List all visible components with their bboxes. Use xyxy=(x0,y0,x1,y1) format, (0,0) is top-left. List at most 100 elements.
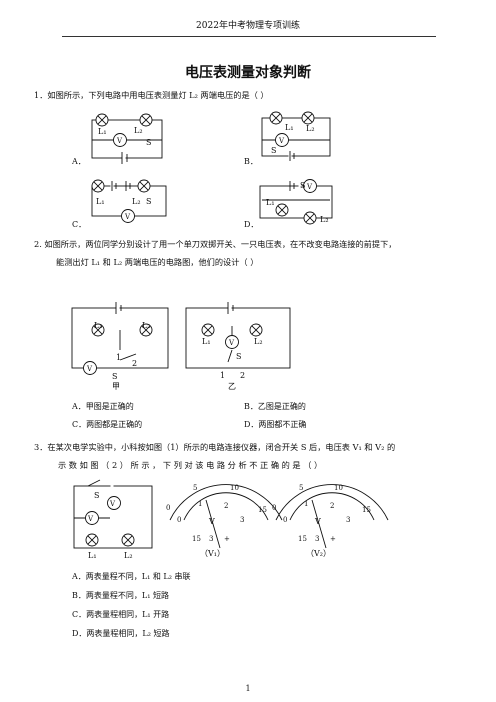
q2-yi-label-2: 2 xyxy=(240,371,245,380)
q1-option-b[interactable]: B． xyxy=(244,157,258,166)
m1-term-15: 15 xyxy=(192,535,201,543)
m2-outer-15: 15 xyxy=(362,506,371,514)
q1c-label-l1: L₁ xyxy=(96,197,105,206)
q1b-label-l1: L₁ xyxy=(285,123,294,132)
q3-circuit xyxy=(73,479,153,549)
m2-inner-3: 3 xyxy=(346,516,350,524)
q2-option-a[interactable]: A．甲图是正确的 xyxy=(72,402,134,411)
q1-option-d[interactable]: D． xyxy=(244,220,259,229)
q1c-label-s: S xyxy=(146,197,151,206)
q3-option-d[interactable]: D．两表量程相同，L₂ 短路 xyxy=(72,629,170,638)
q3-option-b[interactable]: B．两表量程不同，L₁ 短路 xyxy=(72,591,169,600)
q1b-label-s: S xyxy=(271,146,276,155)
q1-stem: 1．如图所示，下列电路中用电压表测量灯 L₂ 两端电压的是（ ） xyxy=(34,90,269,100)
m1-outer-0: 0 xyxy=(166,504,170,512)
m2-inner-2: 2 xyxy=(330,502,334,510)
q1c-lamp-l1-icon xyxy=(91,179,105,193)
q2-jia-label-v: V xyxy=(86,365,93,373)
m2-caption: （V₂） xyxy=(306,549,331,558)
m1-inner-3: 3 xyxy=(240,516,244,524)
q1-circuit-a xyxy=(91,119,163,164)
q2-jia-caption: 甲 xyxy=(112,382,120,391)
page-title: 电压表测量对象判断 xyxy=(185,65,311,81)
m2-label-v: V xyxy=(314,517,321,526)
q3-lamp-l2-icon xyxy=(121,533,135,547)
q3-label-l2: L₂ xyxy=(124,551,133,560)
q1b-lamp-l2-icon xyxy=(301,111,315,125)
q3-option-c[interactable]: C．两表量程相同，L₁ 开路 xyxy=(72,610,170,619)
q2-yi-label-1: 1 xyxy=(220,371,225,380)
q1d-lamp-l2-icon xyxy=(303,211,317,225)
m2-outer-10: 10 xyxy=(334,484,343,492)
q1a-label-l2: L₂ xyxy=(134,126,143,135)
m1-inner-1: 1 xyxy=(198,500,202,508)
q1d-label-l2: L₂ xyxy=(320,215,329,224)
m1-label-v: V xyxy=(208,517,215,526)
q2-jia-label-l2: L₂ xyxy=(142,321,151,330)
q2-stem-line1: 2. 如图所示，两位同学分别设计了用一个单刀双掷开关、一只电压表，在不改变电路连… xyxy=(34,239,397,249)
q3-stem-line2: 示 数 如 图 （ 2 ） 所 示 ， 下 列 对 该 电 路 分 析 不 正 … xyxy=(58,460,323,470)
m1-term-plus: + xyxy=(224,535,230,543)
q1c-lamp-l2-icon xyxy=(137,179,151,193)
m1-inner-0: 0 xyxy=(177,516,181,524)
q1b-label-v: V xyxy=(278,137,285,145)
q3-stem-line1: 3．在某次电学实验中，小科按如图（1）所示的电路连接仪器，闭合开关 S 后，电压… xyxy=(34,442,396,452)
q1a-label-v: V xyxy=(116,137,123,145)
q1c-label-v: V xyxy=(124,213,131,221)
m1-outer-5: 5 xyxy=(193,484,197,492)
q2-yi-lamp-l1-icon xyxy=(201,323,215,337)
m2-outer-5: 5 xyxy=(299,484,303,492)
q1-circuit-b xyxy=(261,117,331,162)
m1-caption: （V₁） xyxy=(200,549,225,558)
q2-yi-label-s: S xyxy=(236,352,241,361)
q2-jia-label-s: S xyxy=(112,372,117,381)
page-number: 1 xyxy=(245,684,251,693)
m2-term-15: 15 xyxy=(298,535,307,543)
q2-jia-label-l1: L₁ xyxy=(94,321,103,330)
q1-option-a[interactable]: A． xyxy=(72,157,86,166)
q2-yi-label-v: V xyxy=(228,339,235,347)
q3-label-l1: L₁ xyxy=(88,551,97,560)
q2-option-c[interactable]: C．两图都是正确的 xyxy=(72,420,143,429)
q1a-lamp-l2-icon xyxy=(139,113,153,127)
q2-yi-lamp-l2-icon xyxy=(249,323,263,337)
q2-option-d[interactable]: D．两图都不正确 xyxy=(244,420,307,429)
q2-option-b[interactable]: B．乙图是正确的 xyxy=(244,402,306,411)
q1a-lamp-l1-icon xyxy=(95,113,109,127)
q3-meter-v1 xyxy=(169,484,283,549)
q1a-label-s: S xyxy=(146,138,151,147)
m1-outer-15: 15 xyxy=(258,506,267,514)
header-rule xyxy=(62,36,436,37)
q2-circuit-yi xyxy=(185,302,291,369)
m2-term-3: 3 xyxy=(315,535,319,543)
m2-outer-0: 0 xyxy=(272,504,276,512)
m2-term-plus: + xyxy=(330,535,336,543)
q3-label-s: S xyxy=(94,491,99,500)
page-header: 2022年中考物理专项训练 xyxy=(196,21,300,31)
q1d-lamp-l1-icon xyxy=(275,203,289,217)
q1-components xyxy=(91,111,317,225)
q3-label-v1: V xyxy=(87,515,94,523)
q1d-label-v: V xyxy=(306,183,313,191)
q2-jia-label-1: 1 xyxy=(116,353,121,362)
q3-lamp-l1-icon xyxy=(85,533,99,547)
m1-term-3: 3 xyxy=(209,535,213,543)
q1b-label-l2: L₂ xyxy=(306,124,315,133)
q3-meter-v2 xyxy=(275,484,389,549)
q1b-lamp-l1-icon xyxy=(269,111,283,125)
q2-circuit-jia xyxy=(71,302,169,369)
q3-option-a[interactable]: A．两表量程不同，L₁ 和 L₂ 串联 xyxy=(72,572,191,581)
q1-circuit-d xyxy=(259,181,333,219)
q2-yi-label-l2: L₂ xyxy=(254,337,263,346)
m2-inner-0: 0 xyxy=(283,516,287,524)
q1d-label-l1: L₁ xyxy=(266,198,275,207)
q1-option-c[interactable]: C． xyxy=(72,220,87,229)
q2-jia-label-2: 2 xyxy=(132,359,137,368)
q2-yi-caption: 乙 xyxy=(228,382,236,391)
q2-stem-line2: 能测出灯 L₁ 和 L₂ 两端电压的电路图，他们的设计（ ） xyxy=(56,257,259,267)
q3-label-v2: V xyxy=(109,500,116,508)
q2-yi-label-l1: L₁ xyxy=(202,337,211,346)
m1-inner-2: 2 xyxy=(224,502,228,510)
q2-components xyxy=(83,323,263,375)
